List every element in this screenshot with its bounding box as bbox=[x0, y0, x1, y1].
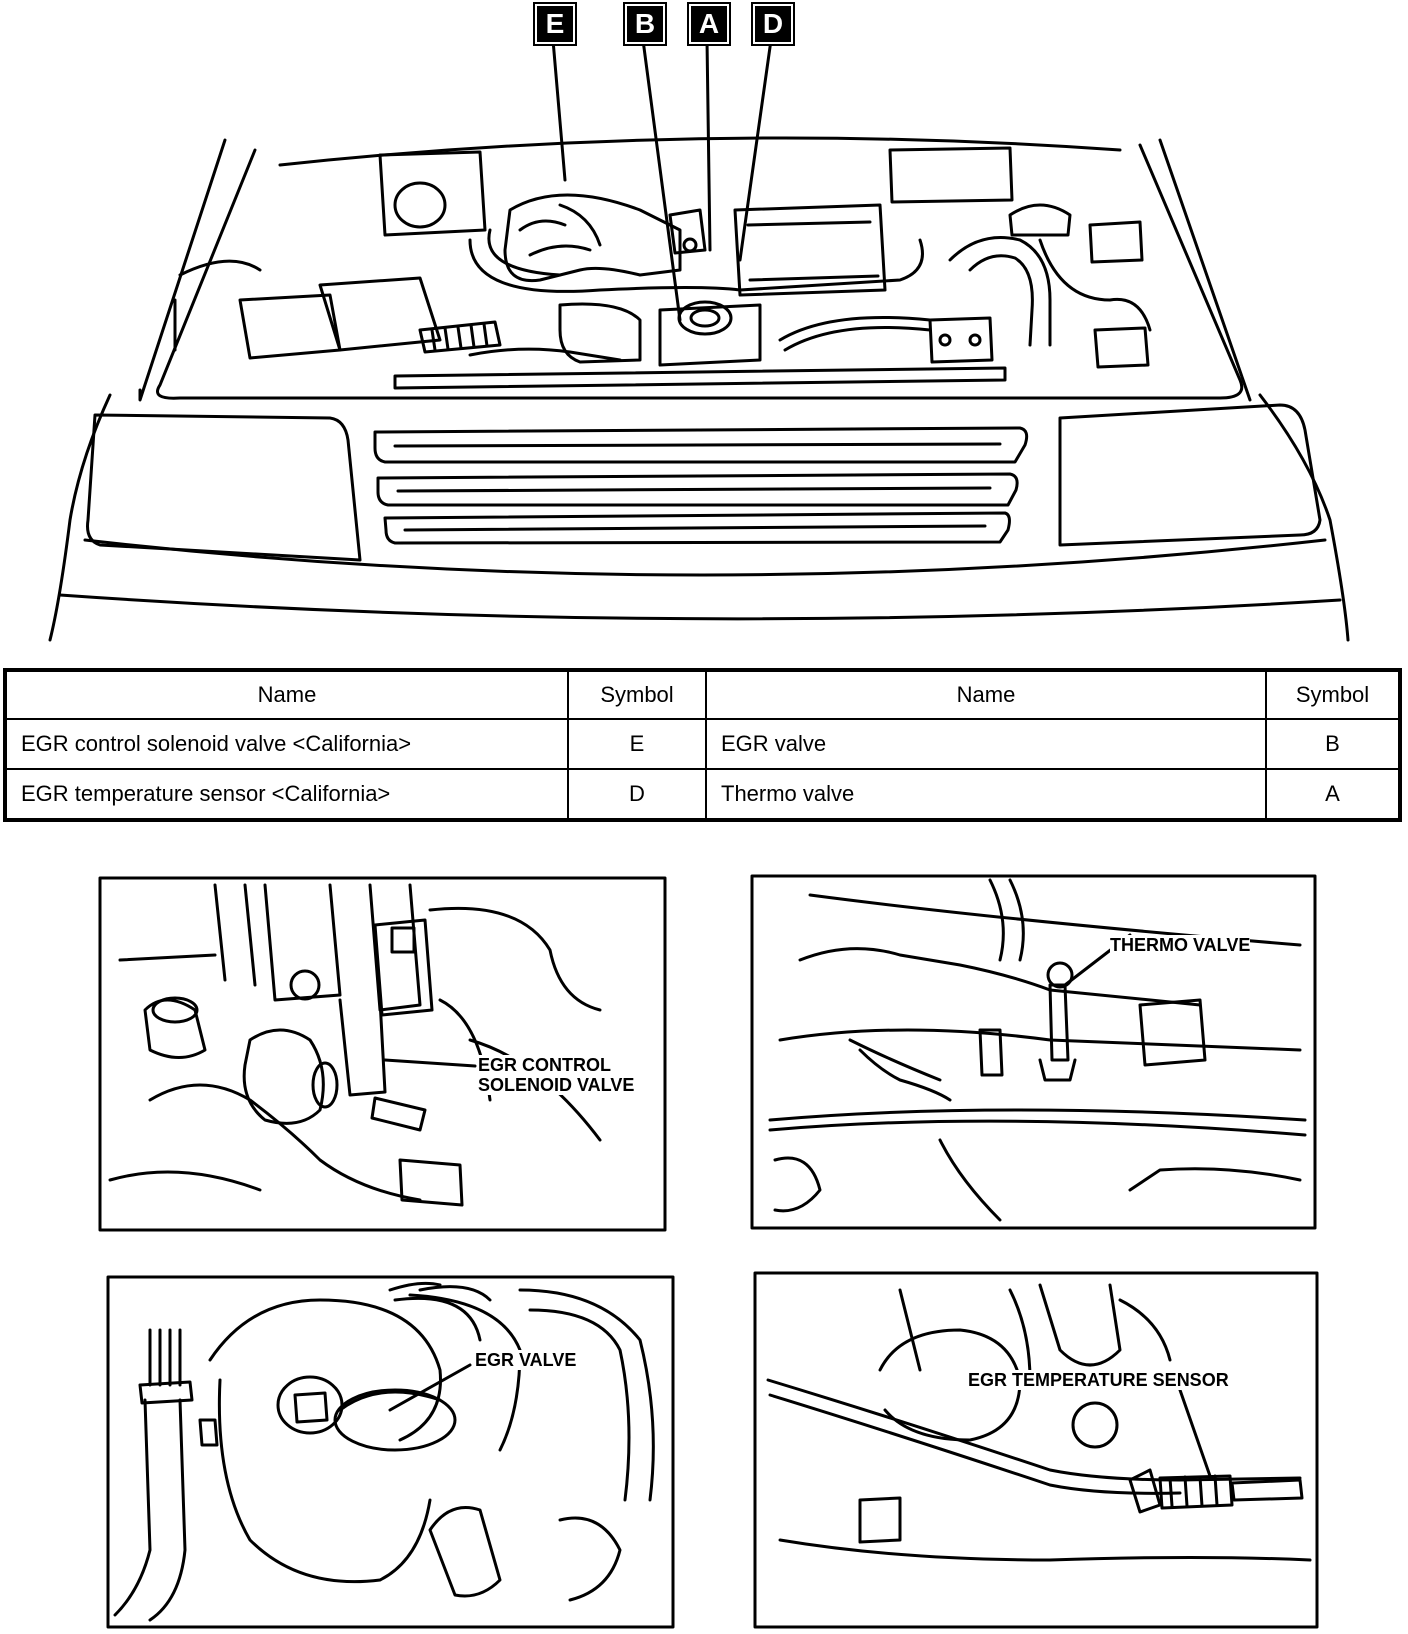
callout-egr-control-solenoid-valve: EGR CONTROL SOLENOID VALVE bbox=[478, 1055, 635, 1095]
symbol-tag-b-label: B bbox=[634, 8, 656, 39]
engine-bay-illustration bbox=[48, 38, 1350, 642]
table-header-name-2: Name bbox=[705, 669, 1267, 720]
callout-solenoid-line2: SOLENOID VALVE bbox=[478, 1075, 635, 1095]
panel-egr-temp-sensor bbox=[753, 1271, 1319, 1629]
parts-table: Name Symbol Name Symbol EGR control sole… bbox=[3, 668, 1402, 822]
panel-solenoid-valve bbox=[98, 876, 667, 1232]
table-row: EGR control solenoid valve <California> … bbox=[4, 718, 1401, 770]
symbol-tag-a-label: A bbox=[698, 8, 720, 39]
panel-egr-valve bbox=[106, 1275, 675, 1629]
table-row: EGR temperature sensor <California> D Th… bbox=[4, 767, 1401, 822]
table-cell: D bbox=[567, 767, 707, 822]
callout-egr-temp-sensor-text: EGR TEMPERATURE SENSOR bbox=[968, 1370, 1229, 1390]
table-header-symbol-2: Symbol bbox=[1265, 669, 1401, 720]
table-cell: A bbox=[1265, 767, 1401, 822]
table-cell: B bbox=[1265, 718, 1401, 770]
symbol-tag-e: E bbox=[535, 4, 575, 44]
panel-thermo-valve bbox=[750, 874, 1317, 1230]
symbol-tag-d-label: D bbox=[762, 8, 784, 39]
table-cell: EGR temperature sensor <California> bbox=[4, 767, 569, 822]
table-header-name-1: Name bbox=[4, 669, 569, 720]
symbol-tag-d: D bbox=[753, 4, 793, 44]
table-cell: Thermo valve bbox=[705, 767, 1267, 822]
callout-solenoid-line1: EGR CONTROL bbox=[478, 1055, 611, 1075]
symbol-tag-e-label: E bbox=[545, 8, 565, 39]
table-cell: EGR valve bbox=[705, 718, 1267, 770]
callout-egr-valve-text: EGR VALVE bbox=[475, 1350, 577, 1370]
callout-egr-valve: EGR VALVE bbox=[475, 1350, 577, 1370]
table-cell: EGR control solenoid valve <California> bbox=[4, 718, 569, 770]
symbol-tag-a: A bbox=[689, 4, 729, 44]
callout-egr-temperature-sensor: EGR TEMPERATURE SENSOR bbox=[968, 1370, 1229, 1390]
callout-thermo-valve: THERMO VALVE bbox=[1110, 935, 1251, 955]
table-cell: E bbox=[567, 718, 707, 770]
callout-thermo-valve-text: THERMO VALVE bbox=[1110, 935, 1251, 955]
symbol-tag-b: B bbox=[625, 4, 665, 44]
table-header-symbol-1: Symbol bbox=[567, 669, 707, 720]
table-header-row: Name Symbol Name Symbol bbox=[4, 669, 1401, 720]
